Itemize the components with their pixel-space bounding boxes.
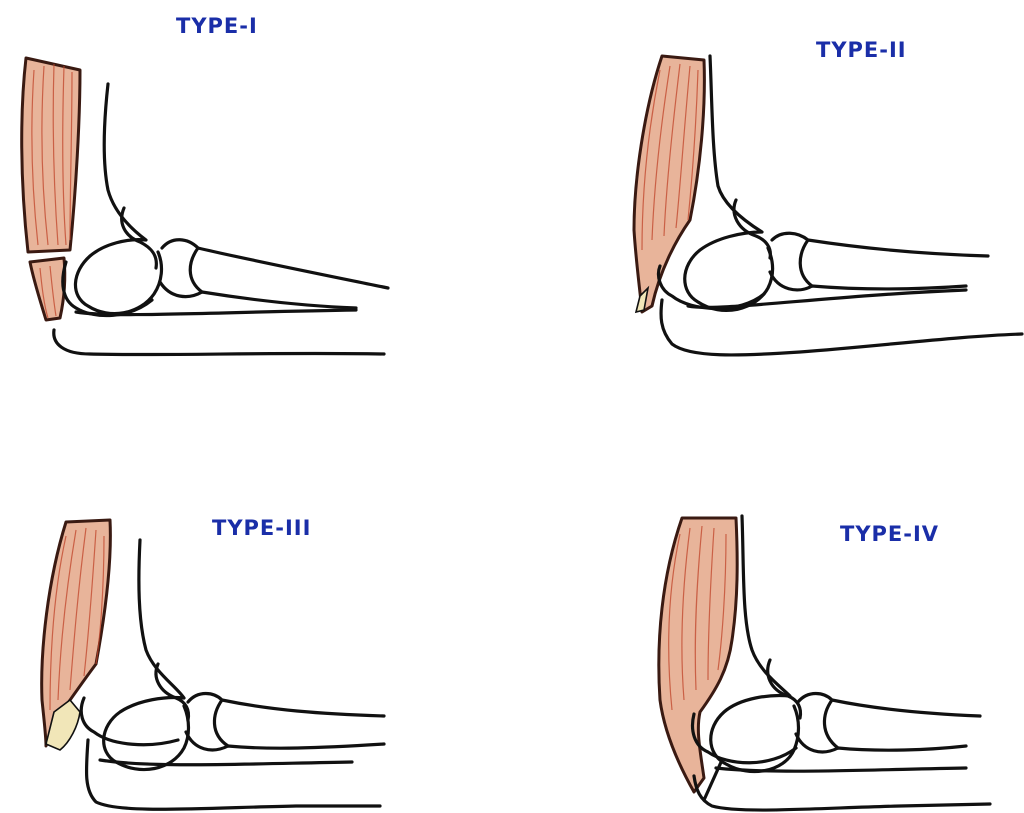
panel-title-type-4: TYPE-IV xyxy=(840,522,939,546)
panel-type-1 xyxy=(22,58,388,355)
panel-title-type-1: TYPE-I xyxy=(176,14,258,38)
elbow-bones xyxy=(54,84,388,355)
elbow-bones xyxy=(659,56,1023,355)
panel-title-type-3: TYPE-III xyxy=(212,516,311,540)
panel-type-4 xyxy=(659,516,990,810)
panel-type-3 xyxy=(42,520,384,809)
triceps-tendon xyxy=(30,258,65,320)
panel-title-type-2: TYPE-II xyxy=(816,38,907,62)
panel-type-2 xyxy=(634,56,1022,355)
elbow-bones xyxy=(81,540,384,809)
